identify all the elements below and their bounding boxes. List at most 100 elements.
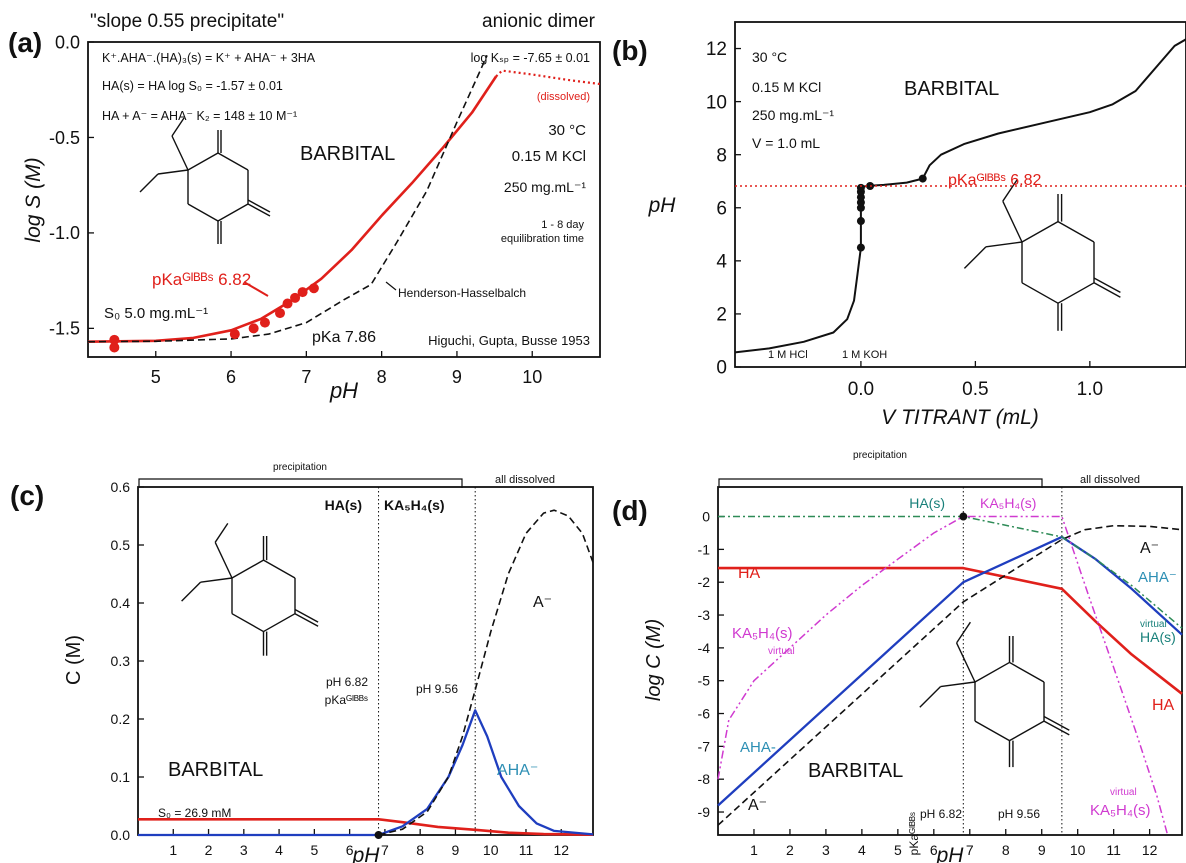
series-label: HA <box>738 565 761 582</box>
condition: 30 °C <box>752 49 787 65</box>
data-point <box>959 512 968 521</box>
y-tick-label: -1.0 <box>49 223 80 243</box>
x-axis-label: V TITRANT (mL) <box>881 406 1039 429</box>
data-point <box>109 342 120 353</box>
ph-label: pKaᴳᴵᴮᴮˢ <box>325 693 368 707</box>
y-tick-label: 4 <box>716 251 727 272</box>
bond <box>294 608 319 623</box>
bond <box>157 169 189 175</box>
bond <box>919 686 941 708</box>
bond <box>171 135 189 171</box>
bond <box>956 621 971 644</box>
y-tick-label: 0 <box>716 358 727 379</box>
x-tick-label: 6 <box>930 842 938 858</box>
series-label: AHA⁻ <box>497 762 538 779</box>
bond <box>181 581 201 602</box>
series-label: AHA- <box>740 739 776 756</box>
bond <box>187 203 219 222</box>
bond <box>247 199 271 213</box>
annotation: anionic dimer <box>482 11 596 32</box>
y-axis-label: pH <box>648 194 677 217</box>
compound-name: BARBITAL <box>808 760 903 782</box>
y-tick-label: 0.2 <box>111 711 131 727</box>
x-axis-label: pH <box>329 378 358 403</box>
chart-panel-b <box>734 21 1186 368</box>
x-tick-label: 5 <box>151 367 161 387</box>
panel-label: (d) <box>612 495 648 526</box>
reagent-label: 1 M KOH <box>842 349 887 361</box>
bond <box>1057 282 1095 304</box>
plot-frame <box>137 486 594 836</box>
data-point <box>290 292 301 303</box>
compound-name: BARBITAL <box>300 143 395 165</box>
reference: Higuchi, Gupta, Busse 1953 <box>428 333 590 348</box>
condition: 0.15 M KCl <box>752 79 821 95</box>
bond <box>985 241 1023 248</box>
bond <box>171 117 185 137</box>
y-axis-label: log S (M) <box>22 157 45 242</box>
bond <box>217 203 249 222</box>
series-line <box>717 524 1183 826</box>
y-axis-label: log C (M) <box>643 619 665 701</box>
y-tick-label: 0.0 <box>111 827 131 843</box>
condition: 250 mg.mL⁻¹ <box>752 107 834 123</box>
x-tick-label: 5 <box>310 842 318 858</box>
y-tick-label: -2 <box>698 574 711 590</box>
x-tick-label: 6 <box>346 842 354 858</box>
annotation: equilibration time <box>501 233 584 245</box>
x-tick-label: 9 <box>452 367 462 387</box>
bond <box>1021 220 1059 243</box>
x-tick-label: 11 <box>1106 842 1121 858</box>
data-point <box>856 183 865 192</box>
y-tick-label: -3 <box>698 607 711 623</box>
series-line <box>718 515 1183 629</box>
ph-label: pH 6.82 <box>920 807 962 821</box>
series-line <box>718 566 1183 695</box>
data-point <box>297 287 308 298</box>
y-tick-label: -4 <box>698 640 711 656</box>
pointer-arrow <box>385 281 397 291</box>
pka-gibbs-label: pKaᴳᴵᴮᴮˢ 6.82 <box>152 270 251 289</box>
x-tick-label: 4 <box>275 842 283 858</box>
condition: V = 1.0 mL <box>752 135 820 151</box>
y-tick-label: 0.4 <box>111 595 131 611</box>
bond <box>1043 715 1070 731</box>
series-line <box>717 535 1183 807</box>
bond <box>1093 277 1121 294</box>
x-tick-label: 2 <box>205 842 213 858</box>
equation: log Kₛₚ = -7.65 ± 0.01 <box>471 51 590 65</box>
condition: 0.15 M KCl <box>512 148 586 165</box>
pka-gibbs-label: pKaᴳᴵᴮᴮˢ 6.82 <box>948 172 1041 189</box>
series-label: A⁻ <box>1140 540 1159 557</box>
s0-label: S₀ = 26.9 mM <box>158 806 231 820</box>
data-point <box>282 298 293 309</box>
bond <box>214 523 229 543</box>
region-label: HA(s) <box>909 495 945 511</box>
bond <box>217 152 249 171</box>
x-tick-label: 1 <box>169 842 177 858</box>
y-tick-label: 0.1 <box>111 769 131 785</box>
bond <box>963 246 987 269</box>
y-tick-label: 0.6 <box>111 479 131 495</box>
bond <box>247 203 271 217</box>
plot-frame <box>717 486 1183 836</box>
condition: 30 °C <box>548 122 586 139</box>
series-label: A⁻ <box>748 797 767 814</box>
data-point <box>856 243 865 252</box>
y-tick-label: 10 <box>706 92 727 113</box>
bond <box>1093 282 1121 298</box>
y-tick-label: -1.5 <box>49 319 80 339</box>
x-tick-label: 0.5 <box>962 379 988 400</box>
series-label: HA <box>1152 697 1175 714</box>
y-tick-label: -8 <box>698 771 711 787</box>
data-point <box>374 831 383 839</box>
bond <box>200 577 233 583</box>
data-point <box>248 323 259 334</box>
bond <box>1009 661 1045 683</box>
panel-label: (c) <box>10 480 44 511</box>
y-tick-label: 12 <box>706 39 727 60</box>
bond <box>263 559 296 579</box>
bracket-label: precipitation <box>853 450 907 461</box>
y-tick-label: 0.5 <box>111 537 131 553</box>
annotation: virtual <box>1140 619 1167 630</box>
